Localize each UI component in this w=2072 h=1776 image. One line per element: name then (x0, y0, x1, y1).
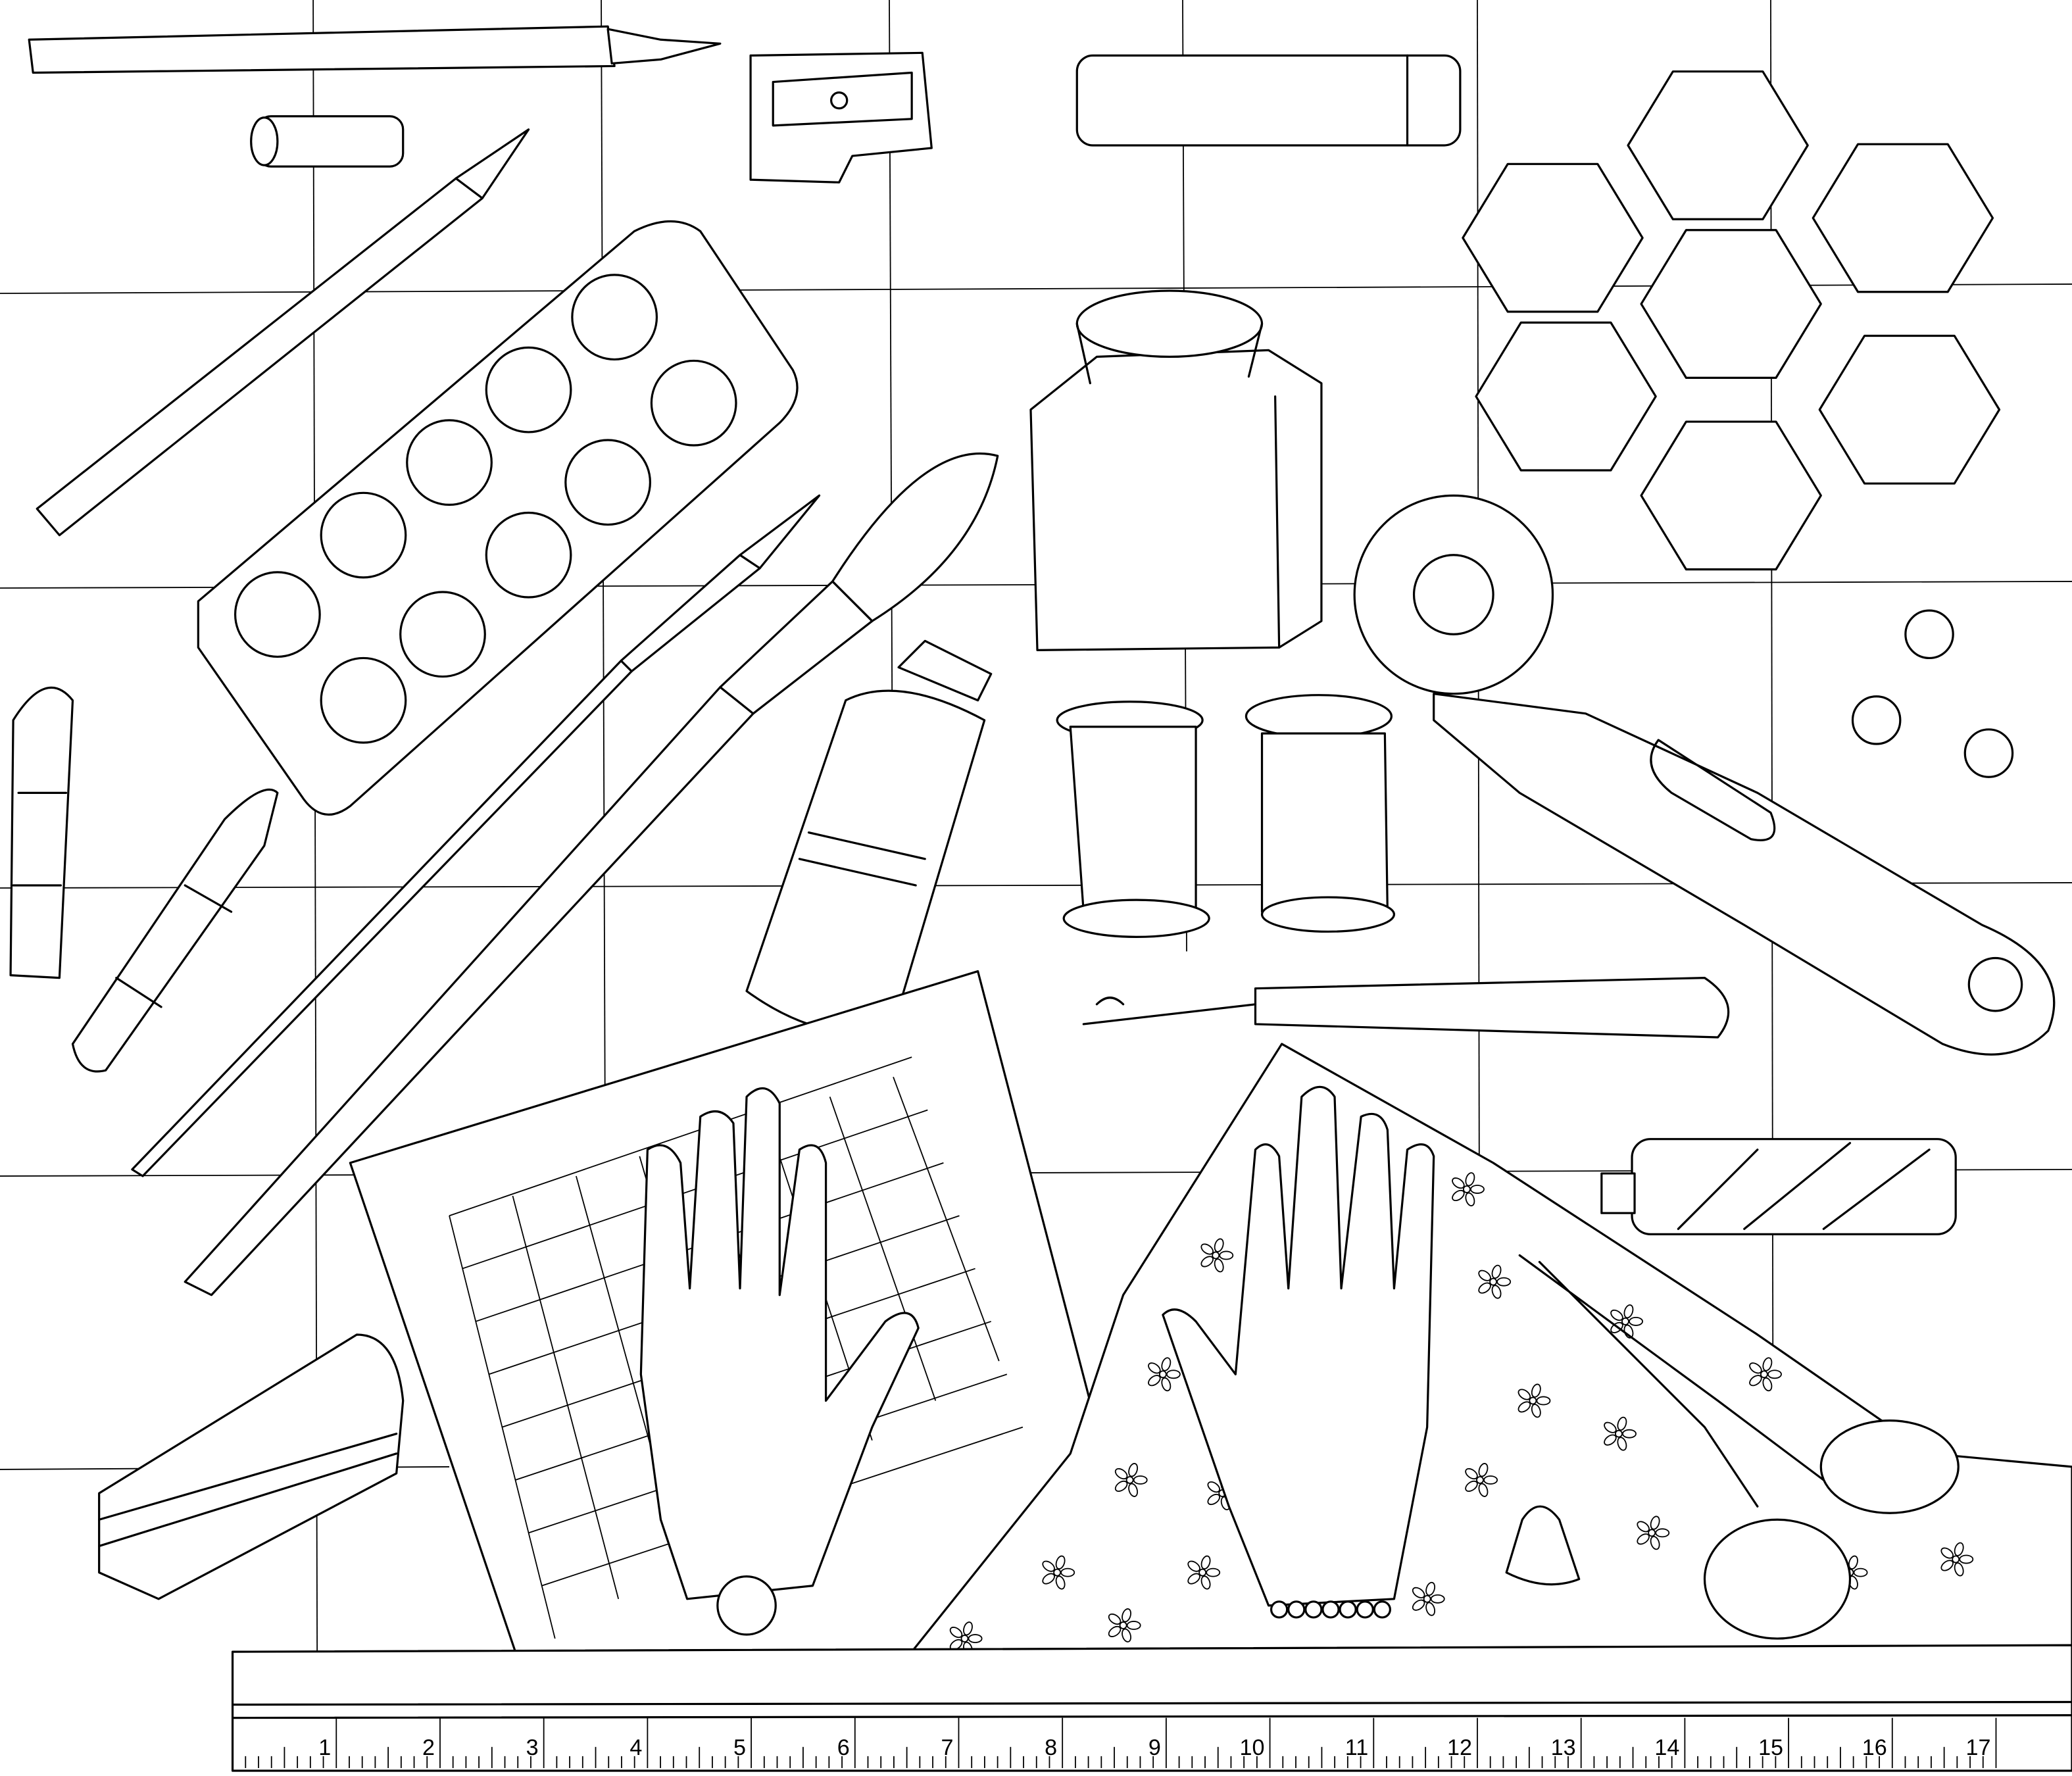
ruler-number: 1 (318, 1735, 331, 1760)
ruler-number: 17 (1965, 1735, 1990, 1760)
paint-well (399, 591, 486, 678)
ruler-number: 8 (1045, 1735, 1057, 1760)
flower-motif (1940, 1542, 1974, 1577)
glue-stick (1075, 54, 1462, 147)
flower-motif (1452, 1172, 1485, 1206)
bracelet-bead (1339, 1600, 1357, 1619)
flower-motif (1108, 1608, 1141, 1642)
bracelet-bead (1304, 1600, 1323, 1619)
scissors (1518, 1254, 1960, 1640)
pencil (36, 128, 530, 537)
thread-spool-1 (1056, 701, 1210, 938)
bracelet-bead (1270, 1600, 1289, 1619)
bracelet-bead (1356, 1600, 1374, 1619)
eraser (98, 1333, 405, 1600)
watercolor-palette (197, 220, 799, 816)
flower-motif (1412, 1581, 1445, 1616)
ruler-number: 4 (629, 1735, 642, 1760)
thread-spool-2 (1245, 694, 1396, 933)
seam-ripper (1082, 977, 1730, 1039)
flower-motif (1042, 1555, 1075, 1590)
ruler-number: 9 (1148, 1735, 1161, 1760)
flower-motif (1187, 1555, 1221, 1590)
ruler-number: 7 (941, 1735, 953, 1760)
pen-cap (250, 115, 405, 168)
hexagon-patch (1640, 420, 1822, 571)
left-hand (639, 1087, 920, 1636)
paint-brush-round (184, 452, 999, 1296)
paint-well (485, 511, 572, 599)
pen (28, 25, 722, 74)
ruler-number: 15 (1758, 1735, 1783, 1760)
ruler-number: 12 (1447, 1735, 1472, 1760)
thimble (1505, 1505, 1581, 1586)
paint-well (320, 656, 407, 744)
bracelet-bead (1321, 1600, 1340, 1619)
hexagon-patch (1812, 143, 1994, 293)
ruler-number: 2 (422, 1735, 435, 1760)
paint-tube (745, 639, 993, 1035)
paint-brush-fine (131, 494, 821, 1177)
hexagon-patch (1818, 334, 2001, 485)
paint-well (406, 419, 493, 506)
thread-spool-large (1600, 1138, 1957, 1235)
flower-motif (1148, 1357, 1181, 1392)
flower-motif (1200, 1238, 1234, 1273)
flower-motif (1478, 1264, 1512, 1299)
paint-well (650, 359, 737, 447)
paint-well (571, 274, 658, 361)
crayon-left (9, 686, 74, 979)
ruler-number: 6 (837, 1735, 850, 1760)
right-hand (1162, 1085, 1435, 1619)
ruler-number: 5 (733, 1735, 746, 1760)
flower-motif (1637, 1516, 1670, 1550)
flower-motif (1114, 1463, 1148, 1497)
ruler-number: 3 (526, 1735, 539, 1760)
flower-motif (1465, 1463, 1498, 1497)
hexagon-patch (1640, 229, 1822, 379)
floral-fabric (910, 1043, 2072, 1656)
small-bobbins (1851, 609, 2014, 778)
paint-jar (1029, 289, 1323, 652)
ruler-number: 16 (1862, 1735, 1887, 1760)
hexagon-patch (1475, 321, 1657, 472)
ruler-number: 10 (1240, 1735, 1265, 1760)
bracelet-bead (1373, 1600, 1391, 1619)
flower-motif (1749, 1357, 1782, 1392)
paint-well (320, 491, 407, 579)
bracelet-bead (1287, 1600, 1306, 1619)
paint-well (564, 439, 651, 526)
ruler-number: 13 (1551, 1735, 1576, 1760)
paint-well (234, 571, 321, 658)
hexagon-patch (1627, 70, 1809, 220)
rotary-cutter (1353, 494, 2056, 1056)
crayon-diagonal (71, 788, 279, 1073)
flower-motif (1604, 1416, 1637, 1451)
flower-motif (1517, 1383, 1551, 1418)
paint-well (485, 346, 572, 433)
hexagon-quilt-patches (1462, 70, 2001, 571)
pencil-sharpener (749, 51, 933, 184)
hexagon-patch (1462, 162, 1644, 313)
ruler-number: 11 (1345, 1735, 1368, 1760)
ruler-number: 14 (1654, 1735, 1679, 1760)
